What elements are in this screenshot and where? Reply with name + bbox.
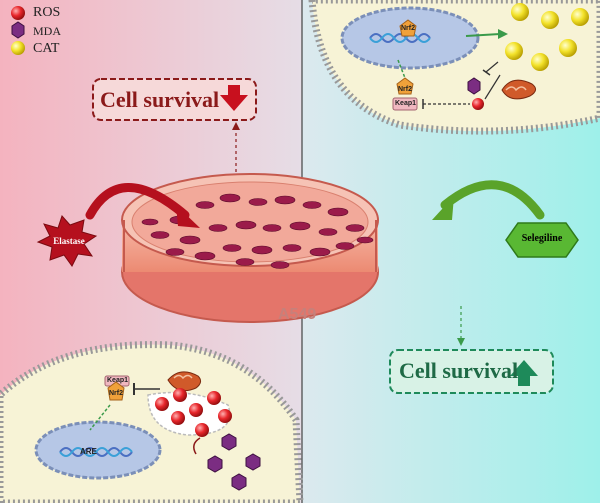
petri-dish — [121, 173, 379, 323]
right-keap1-tag: Keap1 — [395, 100, 417, 107]
right-survival-box — [389, 349, 554, 394]
selegiline-badge — [505, 222, 579, 258]
legend-label-cat: CAT — [33, 41, 60, 56]
selegiline-arrow — [440, 180, 545, 220]
up-arrow-icon — [510, 360, 538, 386]
red-sphere-icon — [11, 6, 25, 20]
right-cell-inset — [308, 0, 600, 135]
purple-hexagon-icon — [11, 21, 25, 39]
left-survival-box — [92, 78, 257, 121]
legend-label-ros: ROS — [33, 5, 61, 20]
left-nrf2-tag: Nrf2 — [109, 390, 124, 397]
left-cell-inset — [0, 341, 304, 503]
elastase-badge — [36, 215, 98, 267]
left-keap1-tag: Keap1 — [107, 377, 129, 384]
cells-cluster — [141, 193, 374, 269]
elastase-arrow — [85, 183, 190, 220]
dish-label: A549 — [278, 306, 317, 323]
legend-label-mda: MDA — [33, 24, 62, 38]
down-arrow-icon — [220, 85, 248, 111]
left-survival-label: Cell survival — [100, 87, 220, 112]
right-nrf2-dna-tag: Nrf2 — [401, 25, 416, 32]
left-are-tag: ARE — [80, 447, 97, 456]
selegiline-label: Selegiline — [521, 233, 563, 244]
elastase-label: Elastase — [53, 236, 85, 246]
right-nrf2-tag: Nrf2 — [398, 86, 413, 93]
right-survival-label: Cell survival — [399, 358, 519, 383]
yellow-sphere-icon — [11, 41, 25, 55]
